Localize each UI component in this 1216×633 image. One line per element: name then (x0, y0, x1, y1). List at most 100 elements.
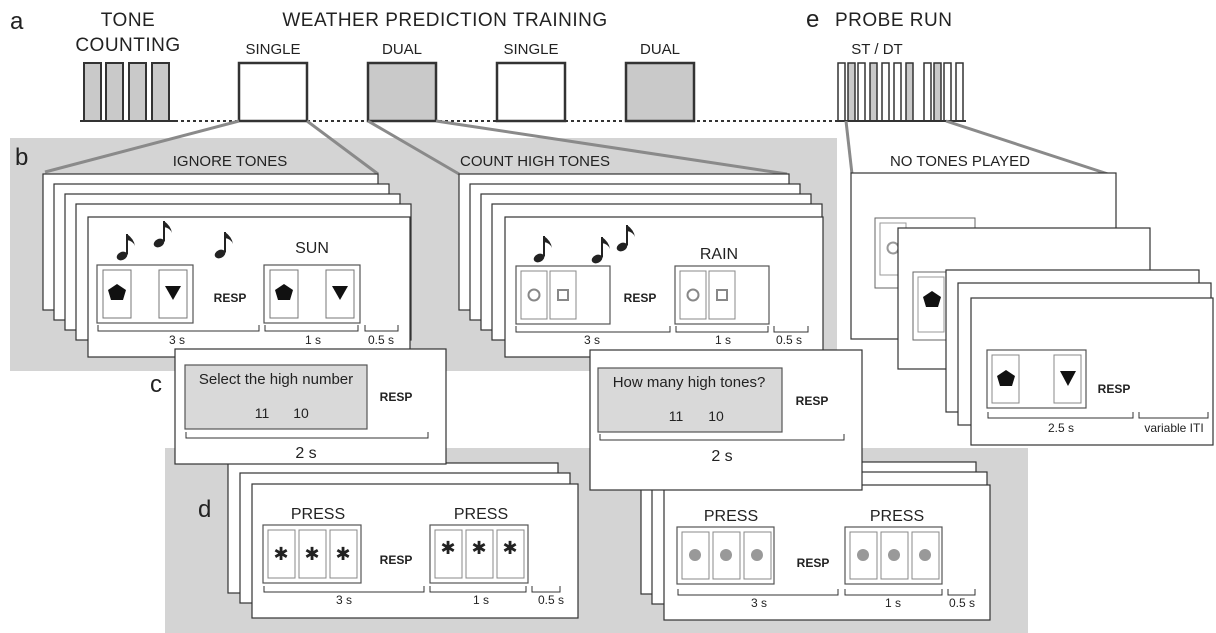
dot-icon (720, 549, 732, 561)
connector-lines (44, 119, 1109, 176)
panel-label-c: c (150, 371, 162, 398)
tone-counting-blocks (80, 62, 175, 122)
resp-label: RESP (1098, 382, 1131, 396)
dot-icon (857, 549, 869, 561)
weather-training-title: WEATHER PREDICTION TRAINING (282, 10, 607, 31)
duration-feedback-label: 1 s (885, 596, 901, 610)
single-task-stimulus (96, 264, 194, 324)
press-dual-feedback (844, 526, 943, 585)
condition-label-single-1: SINGLE (245, 41, 300, 58)
condition-label-dual-2: DUAL (640, 41, 680, 58)
resp-label: RESP (796, 394, 829, 408)
tone-counting-title-line2: COUNTING (75, 35, 180, 56)
condition-label-single-2: SINGLE (503, 41, 558, 58)
single-task-time-brackets (97, 325, 399, 332)
dual-task-feedback (674, 265, 770, 325)
outcome-rain-label: RAIN (700, 246, 738, 263)
question-prompt: How many high tones? (613, 374, 766, 391)
duration-iti-label: 0.5 s (368, 333, 394, 347)
probe-duration-stimulus-label: 2.5 s (1048, 421, 1074, 435)
condition-label-probe: ST / DT (851, 41, 902, 58)
dot-icon (689, 549, 701, 561)
question-duration-label: 2 s (295, 445, 316, 462)
no-tones-played-header: NO TONES PLAYED (890, 153, 1030, 170)
question-prompt: Select the high number (199, 371, 353, 388)
pentagon-icon (108, 284, 126, 300)
duration-feedback-label: 1 s (305, 333, 321, 347)
duration-feedback-label: 1 s (473, 593, 489, 607)
press-single-feedback: ✱ ✱ ✱ (429, 524, 529, 584)
number-option-left: 11 (255, 405, 270, 421)
down-triangle-icon (1060, 371, 1076, 386)
duration-feedback-label: 1 s (715, 333, 731, 347)
dual-task-stimulus (515, 265, 611, 325)
question-single-time-bracket (185, 432, 429, 439)
press-label: PRESS (291, 506, 345, 523)
ignore-tones-header: IGNORE TONES (173, 153, 287, 170)
press-label: PRESS (454, 506, 508, 523)
press-dual-time-brackets (677, 589, 976, 596)
training-block-dual-1 (366, 61, 438, 123)
duration-stimulus-label: 3 s (336, 593, 352, 607)
question-dual-card (589, 349, 863, 491)
probe-run-blocks (836, 62, 966, 122)
training-block-dual-2 (624, 61, 696, 123)
resp-label: RESP (624, 291, 657, 305)
circle-icon (527, 288, 541, 302)
asterisk-icon: ✱ (273, 544, 288, 564)
number-option-right: 10 (708, 408, 724, 424)
press-label: PRESS (870, 508, 924, 525)
resp-label: RESP (380, 390, 413, 404)
panel-label-d: d (198, 496, 211, 523)
question-single-card (174, 348, 447, 465)
training-block-single-2 (495, 61, 567, 123)
square-icon (716, 289, 728, 301)
question-dual-time-bracket (599, 434, 845, 441)
asterisk-icon: ✱ (335, 544, 350, 564)
number-option-right: 10 (293, 405, 309, 421)
probe-duration-iti-label: variable ITI (1144, 421, 1203, 435)
count-high-tones-header: COUNT HIGH TONES (460, 153, 610, 170)
down-triangle-icon (332, 286, 348, 300)
duration-stimulus-label: 3 s (751, 596, 767, 610)
dot-icon (888, 549, 900, 561)
dot-icon (919, 549, 931, 561)
condition-label-dual-1: DUAL (382, 41, 422, 58)
probe-stimulus (986, 349, 1087, 409)
question-duration-label: 2 s (711, 448, 732, 465)
resp-label: RESP (380, 553, 413, 567)
pentagon-icon (275, 284, 293, 300)
duration-stimulus-label: 3 s (169, 333, 185, 347)
panel-label-e: e (806, 6, 819, 33)
asterisk-icon: ✱ (502, 538, 517, 558)
resp-label: RESP (797, 556, 830, 570)
pentagon-icon (997, 370, 1015, 386)
panel-label-a: a (10, 8, 24, 35)
resp-label: RESP (214, 291, 247, 305)
probe-time-brackets (987, 412, 1209, 419)
tone-counting-title-line1: TONE (101, 10, 155, 31)
number-option-left: 11 (669, 408, 684, 424)
duration-stimulus-label: 3 s (584, 333, 600, 347)
asterisk-icon: ✱ (471, 538, 486, 558)
press-label: PRESS (704, 508, 758, 525)
probe-run-title: PROBE RUN (835, 10, 952, 31)
asterisk-icon: ✱ (304, 544, 319, 564)
training-block-single-1 (237, 61, 309, 123)
press-dual-stimulus (676, 526, 775, 585)
asterisk-icon: ✱ (440, 538, 455, 558)
duration-iti-label: 0.5 s (538, 593, 564, 607)
duration-iti-label: 0.5 s (776, 333, 802, 347)
dual-task-time-brackets (515, 326, 809, 333)
duration-iti-label: 0.5 s (949, 596, 975, 610)
down-triangle-icon (165, 286, 181, 300)
panel-label-b: b (15, 144, 28, 171)
press-single-time-brackets (263, 586, 561, 593)
outcome-sun-label: SUN (295, 240, 329, 257)
press-single-stimulus: ✱ ✱ ✱ (262, 524, 362, 584)
square-icon (557, 289, 569, 301)
circle-icon (686, 288, 700, 302)
dot-icon (751, 549, 763, 561)
